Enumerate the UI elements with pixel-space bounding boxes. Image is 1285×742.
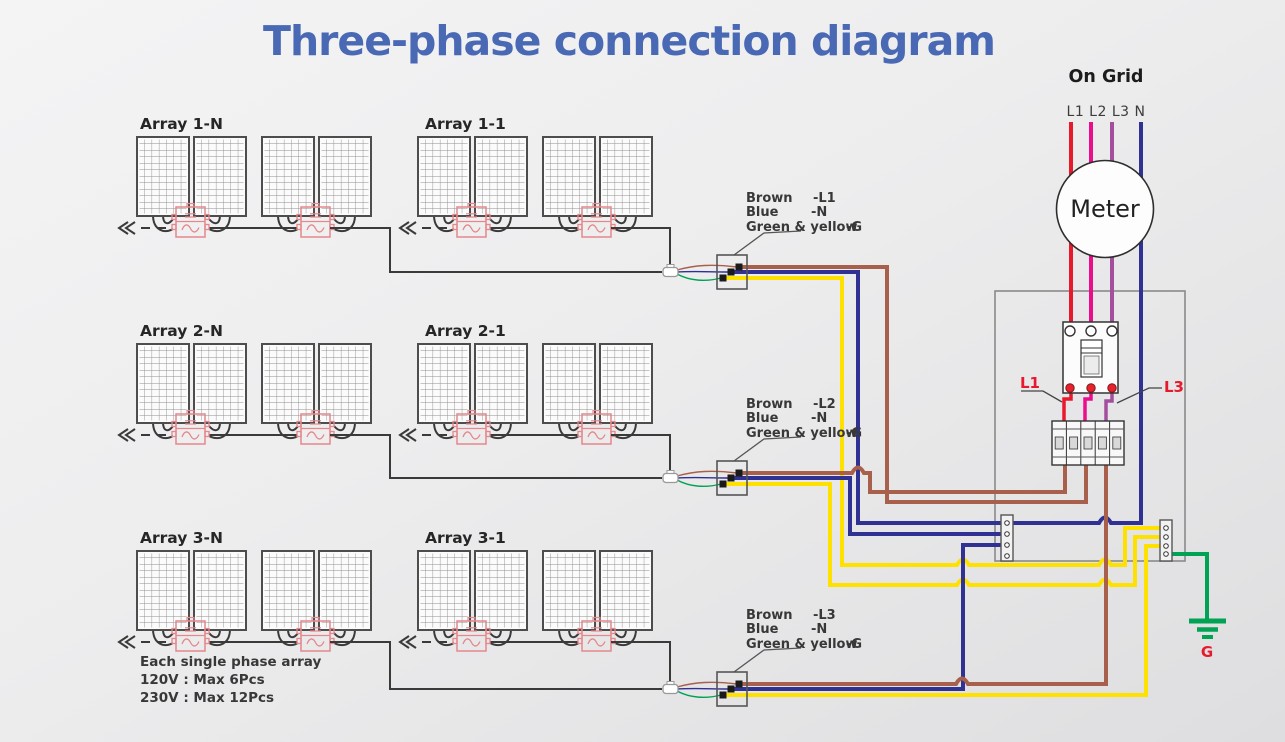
note-line1: Each single phase array	[140, 654, 321, 670]
j3-wire2-name: Blue	[746, 622, 779, 637]
j1-wire1-code: -L1	[813, 191, 836, 206]
main-breaker	[1062, 321, 1119, 394]
ground-label: G	[1201, 643, 1213, 661]
j3-wire3-name: Green & yellow	[746, 637, 858, 652]
meter-label: Meter	[1070, 195, 1140, 223]
j2-wire1-code: -L2	[813, 397, 836, 412]
j2-wire1-name: Brown	[746, 397, 793, 412]
j2-wire2-code: -N	[811, 411, 827, 426]
array-2n-label: Array 2-N	[140, 322, 223, 340]
array-21-label: Array 2-1	[425, 322, 506, 340]
breaker-l3-label: L3	[1164, 378, 1184, 396]
junction-pigtail-wires	[676, 264, 738, 699]
j3-wire1-name: Brown	[746, 608, 793, 623]
trunk-connector-2	[662, 470, 679, 484]
array-11-graphic	[400, 137, 652, 237]
j1-wire2-code: -N	[811, 205, 827, 220]
phase-wires-brown	[737, 265, 1108, 686]
neutral-wires-navy	[729, 122, 1143, 691]
neutral-bus-bar	[1000, 514, 1014, 562]
j1-wire3-code: -G	[846, 220, 862, 235]
breaker-l1-label: L1	[1020, 374, 1040, 392]
j3-wire2-code: -N	[811, 622, 827, 637]
array-2n-graphic	[119, 344, 371, 444]
array-1n-label: Array 1-N	[140, 115, 223, 133]
j1-wire1-name: Brown	[746, 191, 793, 206]
array-note: Each single phase array 120V : Max 6Pcs …	[140, 654, 321, 706]
array-31-graphic	[400, 551, 652, 651]
j2-wire2-name: Blue	[746, 411, 779, 426]
j2-wire3-name: Green & yellow	[746, 426, 858, 441]
trunk-connector-3	[662, 681, 679, 695]
j1-wire2-name: Blue	[746, 205, 779, 220]
breaker-callouts: L1 L3	[1020, 374, 1184, 404]
ground-wires-yellow	[721, 276, 1161, 697]
earth-ground: G	[1171, 552, 1226, 661]
j3-wire3-code: -G	[846, 637, 862, 652]
meter: Meter	[1055, 159, 1155, 259]
array-11-label: Array 1-1	[425, 115, 506, 133]
array-31-label: Array 3-1	[425, 529, 506, 547]
junction-box-1: Brown -L1 Blue -N Green & yellow -G	[716, 191, 862, 290]
ground-bus-bar	[1159, 519, 1173, 562]
junction-box-3: Brown -L3 Blue -N Green & yellow -G	[716, 608, 862, 707]
page-title: Three-phase connection diagram	[263, 17, 995, 65]
ac-bus-lines	[330, 227, 671, 690]
array-21-graphic	[400, 344, 652, 444]
j3-wire1-code: -L3	[813, 608, 836, 623]
j1-wire3-name: Green & yellow	[746, 220, 858, 235]
note-line2: 120V : Max 6Pcs	[140, 672, 265, 688]
note-line3: 230V : Max 12Pcs	[140, 690, 274, 706]
trunk-connector-1	[662, 264, 679, 278]
on-grid-label: On Grid	[1069, 67, 1144, 87]
array-1n-graphic	[119, 137, 371, 237]
j2-wire3-code: -G	[846, 426, 862, 441]
array-3n-graphic	[119, 551, 371, 651]
junction-box-2: Brown -L2 Blue -N Green & yellow -G	[716, 397, 862, 496]
array-3n-label: Array 3-N	[140, 529, 223, 547]
branch-breakers	[1051, 420, 1125, 466]
grid-phase-labels: L1 L2 L3 N	[1067, 104, 1146, 120]
